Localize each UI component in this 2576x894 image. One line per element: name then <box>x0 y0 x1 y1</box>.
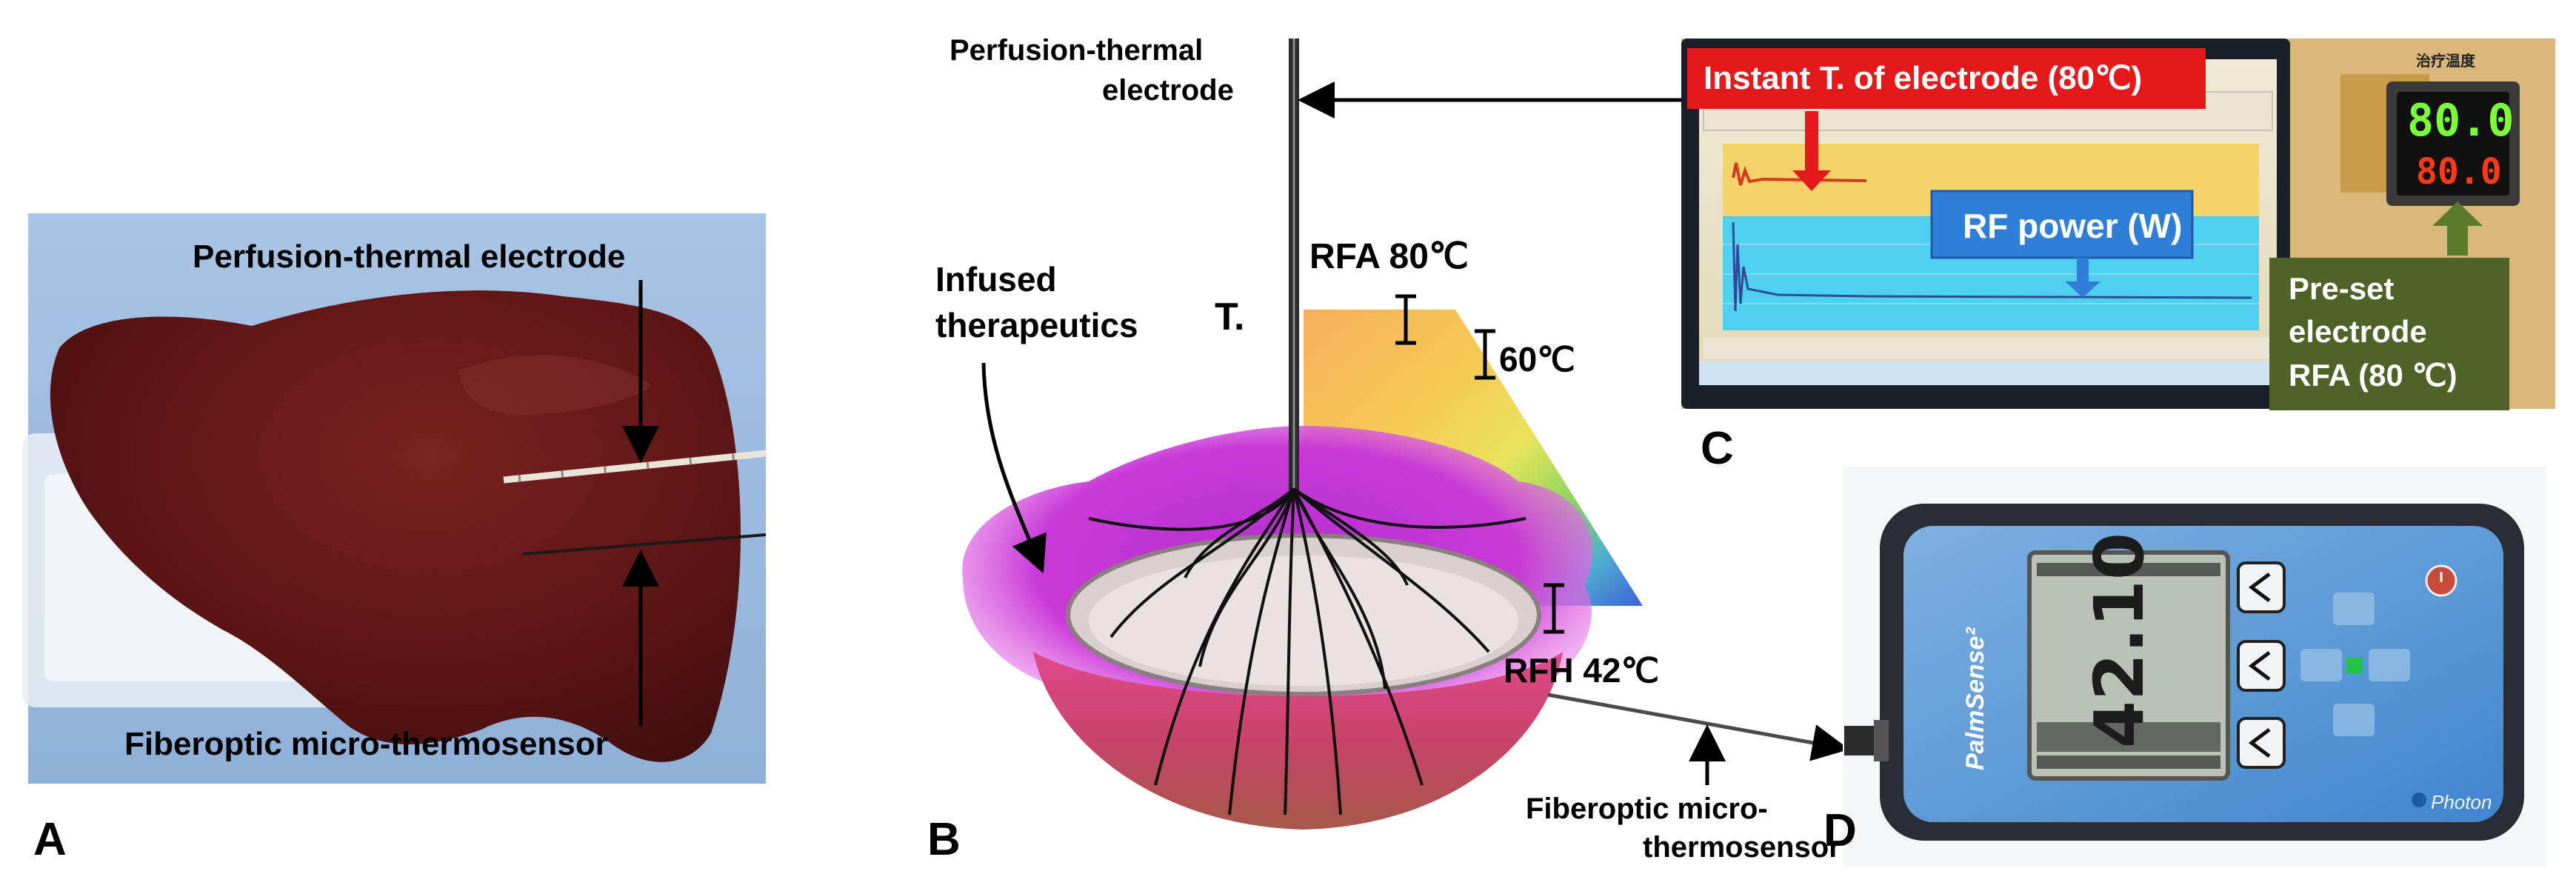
lcd-header-strip <box>2037 563 2220 576</box>
instant-temperature-arrowhead <box>1792 170 1831 191</box>
photon-logo-icon <box>2412 793 2426 807</box>
panel-b-electrode-label-line1: Perfusion-thermal <box>950 34 1204 67</box>
panel-b-infused-line2: therapeutics <box>935 306 1138 344</box>
temp-60-marker <box>1475 329 1495 380</box>
panel-a-electrode-label: Perfusion-thermal electrode <box>193 238 626 275</box>
preset-label-line1: Pre-set <box>2289 271 2395 306</box>
ablation-opening-inner <box>1089 556 1518 686</box>
preset-label-line2: electrode <box>2289 314 2427 349</box>
device-lcd <box>2027 550 2230 781</box>
device-maker-label: Photon <box>2431 791 2492 813</box>
device-brand-label: PalmSense² <box>1961 627 1989 770</box>
device-buttons <box>2237 561 2286 769</box>
liver-tissue <box>50 290 741 762</box>
controller-display <box>2397 92 2509 196</box>
panel-a-letter: A <box>33 814 67 865</box>
rf-power-label: RF power (W) <box>1963 207 2183 245</box>
panel-b-60-label: 60℃ <box>1499 340 1575 378</box>
device-keypad <box>2300 593 2410 736</box>
panel-a <box>22 213 767 784</box>
controller-display-top: 80.0 <box>2407 95 2515 147</box>
rfh-42-marker <box>1544 583 1564 634</box>
fiber-connector-nut <box>1874 720 1889 761</box>
panel-b-sensor-line2: thermosensor <box>1643 831 1841 864</box>
rf-power-arrowhead <box>2065 281 2100 298</box>
monitor-bottom-bar <box>1704 338 2272 358</box>
preset-label-line3: RFA (80 ℃) <box>2289 358 2457 393</box>
panel-d <box>1843 467 2546 867</box>
panel-b-temp-symbol: T. <box>1215 296 1245 338</box>
instant-temperature-label: Instant T. of electrode (80℃) <box>1704 60 2143 96</box>
temperature-trace <box>1732 162 1867 186</box>
panel-b-rfh-label: RFH 42℃ <box>1504 651 1660 690</box>
panel-d-letter: D <box>1823 805 1857 856</box>
panel-b-infused-line1: Infused <box>935 260 1057 298</box>
panel-b <box>962 39 1849 830</box>
panel-b-rfa-label: RFA 80℃ <box>1309 237 1469 276</box>
panel-a-sensor-label: Fiberoptic micro-thermosensor <box>124 726 608 762</box>
controller-display-bottom: 80.0 <box>2416 151 2502 193</box>
panel-b-letter: B <box>927 814 961 865</box>
electrode-needle <box>503 450 767 484</box>
rfa-80-marker <box>1395 294 1416 345</box>
panel-c <box>1681 39 2555 410</box>
electrode-tines <box>1088 487 1526 815</box>
device-reading: 42.10 <box>2080 532 2159 748</box>
rf-power-callout <box>1930 190 2194 259</box>
infused-therapeutics-arrow <box>981 362 1047 574</box>
monitor-taskbar <box>1699 361 2277 385</box>
sensor-fiber <box>522 533 767 556</box>
preset-callout <box>2269 258 2509 410</box>
device-status-led <box>2346 658 2363 674</box>
lcd-info-strip <box>2037 722 2220 752</box>
lcd-bottom-strip <box>2037 755 2220 769</box>
tissue-bowl <box>1033 652 1563 830</box>
panel-c-letter: C <box>1701 423 1734 474</box>
panel-b-electrode-label-line2: electrode <box>1102 74 1234 107</box>
controller-header: 治疗温度 <box>2416 53 2475 70</box>
rf-power-trace <box>1732 221 2252 312</box>
panel-b-sensor-line1: Fiberoptic micro- <box>1526 793 1768 825</box>
instant-temperature-callout <box>1687 48 2206 109</box>
preset-up-arrow <box>2432 201 2483 256</box>
fiberoptic-line <box>1547 693 1849 761</box>
liver-highlight <box>459 355 652 415</box>
